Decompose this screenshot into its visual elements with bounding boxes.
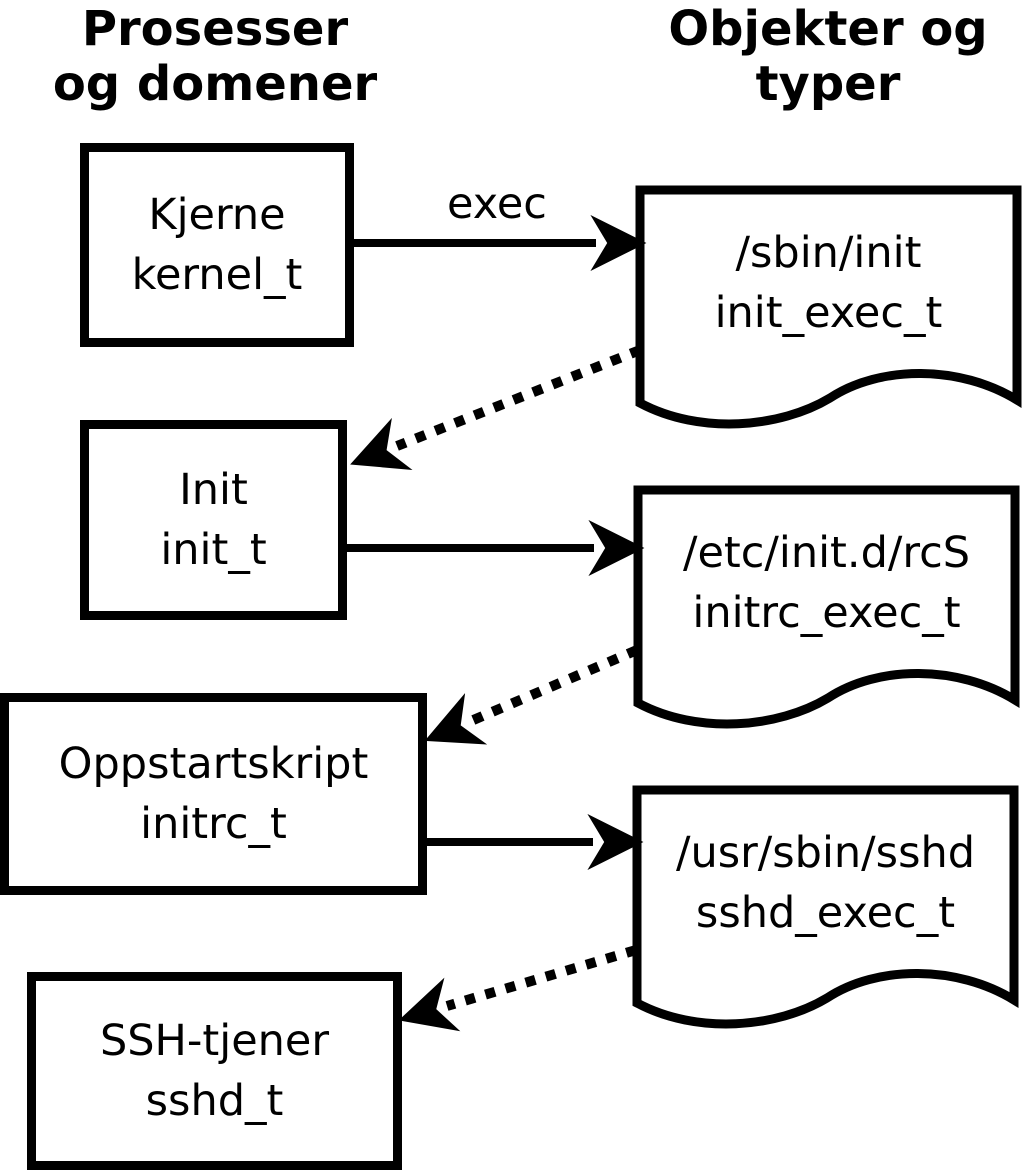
- object-path: /etc/init.d/rcS: [682, 528, 971, 578]
- object-type: sshd_exec_t: [695, 888, 956, 938]
- exec-arrow-label: exec: [447, 179, 547, 229]
- column-header-processes-line1: Prosesser: [81, 1, 349, 57]
- process-name: Init: [179, 465, 248, 515]
- process-name: Kjerne: [148, 190, 286, 240]
- object-type: init_exec_t: [714, 288, 943, 338]
- column-header-objects-line2: typer: [755, 56, 901, 112]
- process-box-kjerne: Kjerne kernel_t: [80, 143, 354, 347]
- document-label-sbin-init: /sbin/init init_exec_t: [640, 190, 1017, 376]
- column-header-objects-line1: Objekter og: [668, 1, 988, 57]
- transition-arrow-rcs-to-initrc-domain: [424, 645, 639, 745]
- process-domain: initrc_t: [140, 799, 287, 849]
- process-box-oppstartskript: Oppstartskript initrc_t: [0, 693, 427, 895]
- transition-arrow-sbin-init-to-init-domain: [350, 345, 642, 470]
- document-label-etc-initd-rcs: /etc/init.d/rcS initrc_exec_t: [638, 490, 1015, 676]
- column-header-processes: Prosesser og domener: [40, 2, 390, 112]
- object-path: /sbin/init: [735, 228, 922, 278]
- object-path: /usr/sbin/sshd: [675, 828, 976, 878]
- document-label-usr-sbin-sshd: /usr/sbin/sshd sshd_exec_t: [637, 790, 1014, 976]
- column-header-processes-line2: og domener: [52, 56, 378, 112]
- process-domain: init_t: [160, 525, 267, 575]
- object-type: initrc_exec_t: [692, 588, 961, 638]
- transition-arrow-sshd-to-sshd-domain: [398, 945, 638, 1032]
- process-domain: kernel_t: [131, 250, 303, 300]
- process-box-init: Init init_t: [80, 420, 347, 620]
- process-name: SSH-tjener: [99, 1016, 330, 1066]
- process-domain: sshd_t: [145, 1076, 284, 1126]
- process-box-ssh-tjener: SSH-tjener sshd_t: [27, 972, 402, 1170]
- column-header-objects: Objekter og typer: [648, 2, 1008, 112]
- process-name: Oppstartskript: [58, 739, 369, 789]
